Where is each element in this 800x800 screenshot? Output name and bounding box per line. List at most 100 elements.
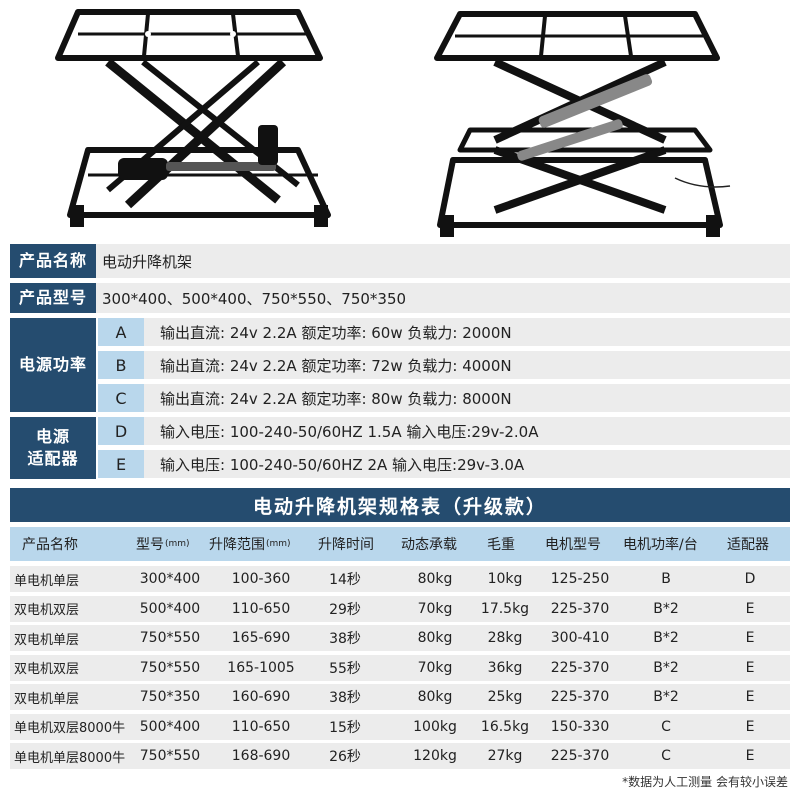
power-code-b: B — [98, 351, 144, 379]
product-photos — [0, 0, 800, 240]
table-row: 单电机单层8000牛 750*550 168-690 26秒 120kg 27kg 225-… — [10, 743, 790, 769]
adapter-section: 电源 适配器 D 输入电压: 100-240-50/60HZ 1.5A 输入电压… — [10, 417, 790, 479]
table-cell: 双电机单层 — [14, 691, 80, 707]
table-cell: 80kg — [417, 689, 453, 705]
spec-header-cell: 升降时间 — [318, 537, 374, 553]
product-model-label: 产品型号 — [10, 283, 96, 313]
table-cell: 28kg — [487, 630, 523, 646]
spec-table-header: 产品名称 型号(mm) 升降范围(mm) 升降时间 动态承载 毛重 电机型号 电… — [10, 527, 790, 561]
power-text-c: 输出直流: 24v 2.2A 额定功率: 80w 负载力: 8000N — [160, 389, 512, 408]
table-cell: 125-250 — [550, 571, 610, 587]
spec-header-cell: 适配器 — [727, 537, 769, 553]
adapter-option-d: D 输入电压: 100-240-50/60HZ 1.5A 输入电压:29v-2.… — [98, 417, 790, 445]
table-cell: 单电机双层8000牛 — [14, 721, 126, 736]
table-cell: 70kg — [417, 600, 453, 617]
spec-header-cell: 动态承载 — [401, 537, 457, 553]
table-cell: C — [661, 718, 671, 735]
table-row: 双电机双层 500*400 110-650 29秒 70kg 17.5kg 225-370 B… — [10, 595, 790, 622]
table-cell: 单电机单层 — [14, 573, 80, 589]
table-cell: B — [661, 571, 671, 587]
footnote: *数据为人工测量 会有较小误差 — [622, 775, 788, 789]
power-text-a: 输出直流: 24v 2.2A 额定功率: 60w 负载力: 2000N — [160, 323, 512, 342]
table-cell: 100-360 — [231, 571, 291, 587]
product-name-label: 产品名称 — [10, 244, 96, 278]
table-cell: 15秒 — [329, 719, 361, 736]
lift-frame-photo-single — [55, 9, 331, 227]
table-cell: E — [745, 630, 755, 646]
spec-header-cell: 型号(mm) — [136, 537, 190, 553]
table-cell: 110-650 — [231, 718, 291, 735]
power-code-c: C — [98, 384, 144, 412]
table-cell: 225-370 — [550, 748, 610, 764]
table-cell: D — [744, 571, 756, 587]
table-cell: 55秒 — [329, 660, 361, 677]
table-cell: 168-690 — [231, 748, 291, 764]
spec-table-title: 电动升降机架规格表（升级款） — [10, 488, 790, 522]
table-cell: B*2 — [653, 659, 679, 676]
power-code-a: A — [98, 318, 144, 346]
table-row: 单电机单层 300*400 100-360 14秒 80kg 10kg 125-250 B D — [10, 566, 790, 592]
power-text-b: 输出直流: 24v 2.2A 额定功率: 72w 负载力: 4000N — [160, 356, 512, 375]
table-cell: 165-1005 — [227, 659, 295, 676]
table-cell: B*2 — [653, 600, 679, 617]
table-cell: 70kg — [417, 659, 453, 676]
table-cell: 14秒 — [329, 572, 361, 588]
table-cell: 225-370 — [550, 659, 610, 676]
table-cell: 80kg — [417, 571, 453, 587]
product-name-row: 产品名称 电动升降机架 — [10, 244, 790, 278]
table-cell: 双电机双层 — [14, 662, 80, 677]
adapter-text-d: 输入电压: 100-240-50/60HZ 1.5A 输入电压:29v-2.0A — [160, 422, 539, 441]
table-cell: 120kg — [413, 748, 457, 764]
power-option-a: A 输出直流: 24v 2.2A 额定功率: 60w 负载力: 2000N — [98, 318, 790, 346]
table-cell: 38秒 — [329, 631, 361, 647]
product-name-value: 电动升降机架 — [102, 252, 193, 271]
table-cell: B*2 — [653, 689, 679, 705]
adapter-label-line2: 适配器 — [27, 449, 79, 468]
table-cell: 36kg — [487, 659, 523, 676]
table-cell: 29秒 — [329, 601, 361, 618]
power-option-c: C 输出直流: 24v 2.2A 额定功率: 80w 负载力: 8000N — [98, 384, 790, 412]
table-cell: 26秒 — [329, 749, 361, 765]
table-cell: 225-370 — [550, 600, 610, 617]
table-cell: C — [661, 748, 671, 764]
table-cell: 27kg — [487, 748, 523, 764]
table-cell: 750*350 — [139, 689, 201, 705]
table-cell: E — [745, 600, 755, 617]
spec-header-cell: 产品名称 — [22, 537, 78, 553]
table-cell: E — [745, 718, 755, 735]
table-cell: 10kg — [487, 571, 523, 587]
table-cell: E — [745, 748, 755, 764]
table-cell: 80kg — [417, 630, 453, 646]
adapter-code-e: E — [98, 450, 144, 478]
table-cell: 500*400 — [139, 600, 201, 617]
adapter-label-line1: 电源 — [35, 427, 70, 446]
table-cell: 单电机单层8000牛 — [14, 750, 126, 766]
table-cell: 750*550 — [139, 659, 201, 676]
table-cell: E — [745, 659, 755, 676]
adapter-label: 电源 适配器 — [10, 417, 96, 479]
table-cell: 225-370 — [550, 689, 610, 705]
spec-header-cell: 升降范围(mm) — [209, 537, 291, 553]
spec-header-cell: 电机功率/台 — [623, 537, 698, 553]
table-cell: 110-650 — [231, 600, 291, 617]
table-cell: 17.5kg — [480, 600, 530, 617]
product-model-row: 产品型号 300*400、500*400、750*550、750*350 — [10, 283, 790, 313]
adapter-code-d: D — [98, 417, 144, 445]
power-option-b: B 输出直流: 24v 2.2A 额定功率: 72w 负载力: 4000N — [98, 351, 790, 379]
table-cell: 100kg — [413, 718, 457, 735]
product-model-value: 300*400、500*400、750*550、750*350 — [102, 289, 407, 308]
table-cell: E — [745, 689, 755, 705]
table-cell: 300*400 — [139, 571, 201, 587]
lift-frame-photo-double — [434, 11, 731, 237]
table-cell: 38秒 — [329, 690, 361, 706]
table-cell: 750*550 — [139, 748, 201, 764]
table-cell: 双电机双层 — [14, 603, 80, 618]
table-cell: 双电机单层 — [14, 632, 80, 648]
table-cell: 165-690 — [231, 630, 291, 646]
power-label: 电源功率 — [10, 318, 96, 412]
table-cell: B*2 — [653, 630, 679, 646]
power-section: 电源功率 A 输出直流: 24v 2.2A 额定功率: 60w 负载力: 200… — [10, 318, 790, 412]
